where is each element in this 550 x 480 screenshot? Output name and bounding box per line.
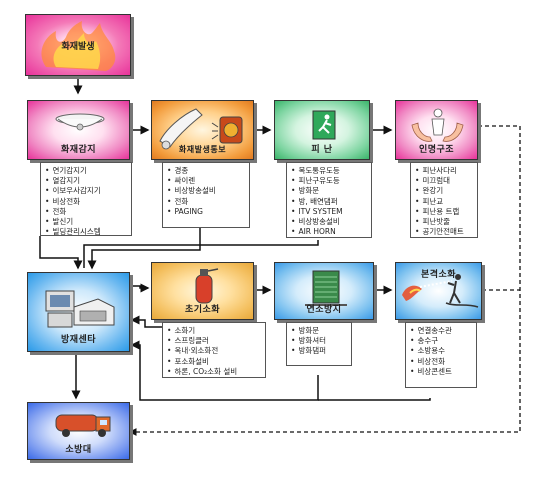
arrow-evac-to-center (83, 240, 319, 268)
full-list-item: 비상콘센트 (410, 367, 472, 377)
arrow-center-to-initial (130, 283, 150, 293)
detect-list-item: 비상전화 (45, 197, 127, 207)
rescue-hands-icon (411, 108, 464, 142)
full-list: 연결송수관송수구소방용수비상전화비상콘센트 (405, 322, 477, 388)
spread-list-item: 방화댐퍼 (291, 346, 347, 356)
alarm-list-item: 전화 (167, 197, 245, 207)
detect-list: 연기감지기열감지기이보우사감지기비상전화전화발신기빌딩관리시스템 (40, 162, 132, 236)
evac-list-item: 방, 배연댐퍼 (291, 197, 367, 207)
fire-node: 화재발생 (25, 14, 131, 76)
alarm-label: 화재발생통보 (178, 145, 227, 154)
flame-icon (41, 21, 116, 71)
exit-sign-icon (312, 110, 336, 140)
rescue-list: 피난사다리미끄럼대완강기피난교피난용 트랩피난밧줄공기안전매트 (410, 162, 478, 238)
full-list-item: 송수구 (410, 336, 472, 346)
spread-node: 연소방지 (274, 262, 374, 320)
full-node: 본격소화 (395, 262, 482, 320)
smoke-detector-icon (55, 113, 105, 131)
rescue-label: 인명구조 (418, 145, 455, 155)
arrow-detect-to-center (39, 236, 83, 270)
arrow-full-to-center (318, 398, 431, 401)
center-label: 방재센타 (60, 335, 97, 345)
alarm-node: 화재발생통보 (151, 100, 254, 160)
spread-list-item: 방화문 (291, 326, 347, 336)
initial-list-item: 소화기 (167, 326, 261, 336)
rescue-list-item: 피난용 트랩 (415, 207, 473, 217)
extinguisher-icon (195, 268, 219, 304)
initial-list-item: 포소화설비 (167, 357, 261, 367)
firedept-label: 소방대 (65, 445, 92, 455)
full-list-item: 소방용수 (410, 346, 472, 356)
detect-node: 화재감지 (27, 100, 130, 160)
arrow-alarm-to-center (87, 228, 201, 270)
fire-label: 화재발생 (61, 42, 95, 52)
rescue-list-item: 완강기 (415, 186, 473, 196)
alarm-list: 경종싸이렌비상방송설비전화PAGING (162, 162, 250, 228)
arrow-initial-to-center (130, 315, 162, 328)
alarm-list-item: 싸이렌 (167, 176, 245, 186)
evac-list: 복도통유도등피난구유도등방화문방, 배연댐퍼ITV SYSTEM비상방송설비AI… (286, 162, 372, 238)
fire-truck-icon (55, 414, 111, 437)
evac-label: 피 난 (311, 145, 333, 155)
rescue-list-item: 피난교 (415, 197, 473, 207)
rescue-list-item: 미끄럼대 (415, 176, 473, 186)
detect-list-item: 발신기 (45, 217, 127, 227)
arrow-spread-to-center (130, 340, 319, 401)
detect-list-item: 이보우사감지기 (45, 186, 127, 196)
fire-shutter-icon (305, 270, 347, 306)
control-panel-icon (45, 290, 115, 328)
detect-list-item: 열감지기 (45, 176, 127, 186)
alarm-list-item: 비상방송설비 (167, 186, 245, 196)
evac-list-item: 방화문 (291, 186, 367, 196)
evac-list-item: AIR HORN (291, 227, 367, 237)
alarm-list-item: PAGING (167, 207, 245, 217)
spread-label: 연소방지 (306, 305, 342, 315)
center-node: 방재센타 (27, 272, 130, 352)
detect-label: 화재감지 (60, 145, 97, 155)
spread-list-item: 방화셔터 (291, 336, 347, 346)
detect-list-item: 연기감지기 (45, 166, 127, 176)
detect-list-item: 전화 (45, 207, 127, 217)
initial-list-item: 옥내·외소화전 (167, 346, 261, 356)
detect-list-item: 빌딩관리시스템 (45, 227, 127, 237)
firefighter-hose-icon (402, 274, 479, 308)
rescue-list-item: 피난사다리 (415, 166, 473, 176)
evac-list-item: 비상방송설비 (291, 217, 367, 227)
alarm-list-item: 경종 (167, 166, 245, 176)
rescue-node: 인명구조 (395, 100, 478, 160)
firedept-node: 소방대 (27, 402, 130, 460)
evac-list-item: 복도통유도등 (291, 166, 367, 176)
full-list-item: 비상전화 (410, 357, 472, 367)
evac-node: 피 난 (274, 100, 370, 160)
full-list-item: 연결송수관 (410, 326, 472, 336)
rescue-list-item: 공기안전매트 (415, 227, 473, 237)
spread-list: 방화문방화셔터방화댐퍼 (286, 322, 352, 366)
evac-list-item: ITV SYSTEM (291, 207, 367, 217)
telephone-bell-icon (159, 108, 243, 150)
evac-list-item: 피난구유도등 (291, 176, 367, 186)
rescue-list-item: 피난밧줄 (415, 217, 473, 227)
initial-list-item: 스프링클러 (167, 336, 261, 346)
initial-node: 초기소화 (151, 262, 254, 320)
initial-list: 소화기스프링클러옥내·외소화전포소화설비하론, CO₂소화 설비 (162, 322, 266, 378)
initial-list-item: 하론, CO₂소화 설비 (167, 367, 261, 377)
full-label: 본격소화 (420, 270, 457, 280)
dashed-rescue-to-firedept (128, 125, 521, 436)
initial-label: 초기소화 (184, 305, 221, 315)
